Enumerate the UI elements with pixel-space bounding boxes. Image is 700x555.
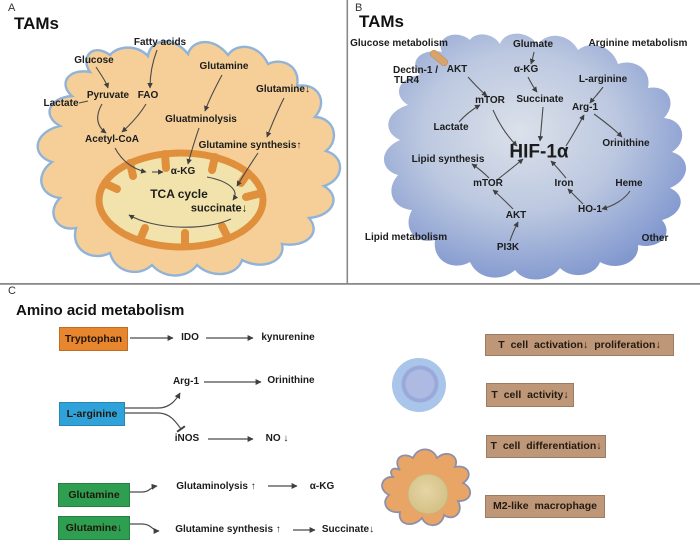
section-lipid-metabolism: Lipid metabolism xyxy=(364,232,448,243)
panel-c-arrows xyxy=(124,335,316,534)
node-orinithine-b: Orinithine xyxy=(602,138,650,149)
node-akg-a: α-KG xyxy=(170,166,196,177)
node-succinate-c: Succinate↓ xyxy=(321,524,375,535)
node-glutamine-synthesis-c: Glutamine synthesis ↑ xyxy=(175,524,281,535)
node-succinate-b: Succinate xyxy=(516,94,564,105)
substrate-box-glutamine-1: Glutamine xyxy=(58,483,130,507)
section-other: Other xyxy=(641,233,669,244)
node-hif1a: HIF-1α xyxy=(509,141,569,163)
node-akg-b: α-KG xyxy=(513,64,539,75)
substrate-box-glutamine-2: Glutamine↓ xyxy=(58,516,130,540)
node-heme: Heme xyxy=(615,178,643,189)
mitochondria xyxy=(95,149,267,251)
node-lactate-b: Lactate xyxy=(433,122,469,133)
panel-a-arrows xyxy=(78,49,285,228)
panel-b-title: TAMs xyxy=(359,12,405,31)
node-kynurenine: kynurenine xyxy=(261,332,315,343)
node-lipid-synthesis: Lipid synthesis xyxy=(411,154,485,165)
node-arg1-c: Arg-1 xyxy=(172,376,200,387)
node-pi3k: PI3K xyxy=(496,242,520,253)
node-iron: Iron xyxy=(554,178,574,189)
node-arg1-b: Arg-1 xyxy=(571,102,599,113)
substrate-box-tryptophan: Tryptophan xyxy=(59,327,128,351)
node-akg-c: α-KG xyxy=(309,481,335,492)
tam-cell-shape-b xyxy=(384,33,687,280)
node-no-down: NO ↓ xyxy=(265,433,289,444)
node-mtor-bottom: mTOR xyxy=(473,178,503,189)
panel-b-arrows xyxy=(458,51,631,242)
panel-a-title: TAMs xyxy=(14,14,60,33)
node-orinithine-c: Orinithine xyxy=(267,375,315,386)
node-acetyl-coa: Acetyl-CoA xyxy=(85,134,139,145)
node-akt-bottom: AKT xyxy=(505,210,527,221)
node-tlr4: TLR4 xyxy=(394,75,419,86)
node-l-arginine-b: L-arginine xyxy=(578,74,628,85)
node-tca-cycle: TCA cycle xyxy=(150,187,208,201)
panel-c-letter: C xyxy=(8,285,16,297)
node-glumate: Glumate xyxy=(512,39,554,50)
panel-b-letter: B xyxy=(355,2,363,14)
node-inos: iNOS xyxy=(174,433,200,444)
node-glutamine-a: Glutamine xyxy=(199,61,249,72)
effect-box-tcell-activity: T cell activity↓ xyxy=(486,383,574,407)
t-cell-illustration xyxy=(392,358,446,412)
panel-c-title: Amino acid metabolism xyxy=(16,302,185,319)
node-ho1: HO-1 xyxy=(578,204,602,215)
mito-cristae xyxy=(102,150,262,250)
node-fatty-acids: Fatty acids xyxy=(133,37,187,48)
node-akt-top: AKT xyxy=(446,64,468,75)
section-glucose-metabolism: Glucose metabolism xyxy=(350,38,448,49)
effect-box-tcell-differentiation: T cell differentiation↓ xyxy=(486,435,606,458)
node-glutamine-synthesis-a: Glutamine synthesis↑ xyxy=(198,140,302,151)
node-glutamine-down-a: Glutamine↓ xyxy=(256,84,310,95)
receptor-icon xyxy=(430,49,448,67)
node-fao: FAO xyxy=(137,90,159,101)
section-arginine-metabolism: Arginine metabolism xyxy=(588,38,688,49)
node-ido: IDO xyxy=(181,332,199,343)
node-gluatminolysis: Gluatminolysis xyxy=(165,114,237,125)
node-pyruvate: Pyruvate xyxy=(86,90,130,101)
effect-box-m2-macrophage: M2-like macrophage xyxy=(485,495,605,518)
node-dectin1: Dectin-1 / xyxy=(393,65,439,76)
node-succinate-a: succinate↓ xyxy=(190,202,248,215)
node-glucose-a: Glucose xyxy=(74,55,114,66)
effect-box-tcell-activation: T cell activation↓ proliferation↓ xyxy=(485,334,674,356)
node-glutaminolysis-c: Glutaminolysis ↑ xyxy=(176,481,256,492)
substrate-box-l-arginine: L-arginine xyxy=(59,402,125,426)
node-lactate-a: Lactate xyxy=(43,98,79,109)
macrophage-illustration xyxy=(381,448,472,527)
node-mtor-top: mTOR xyxy=(475,95,505,106)
panel-dividers xyxy=(0,0,700,285)
panel-a-letter: A xyxy=(8,2,16,14)
